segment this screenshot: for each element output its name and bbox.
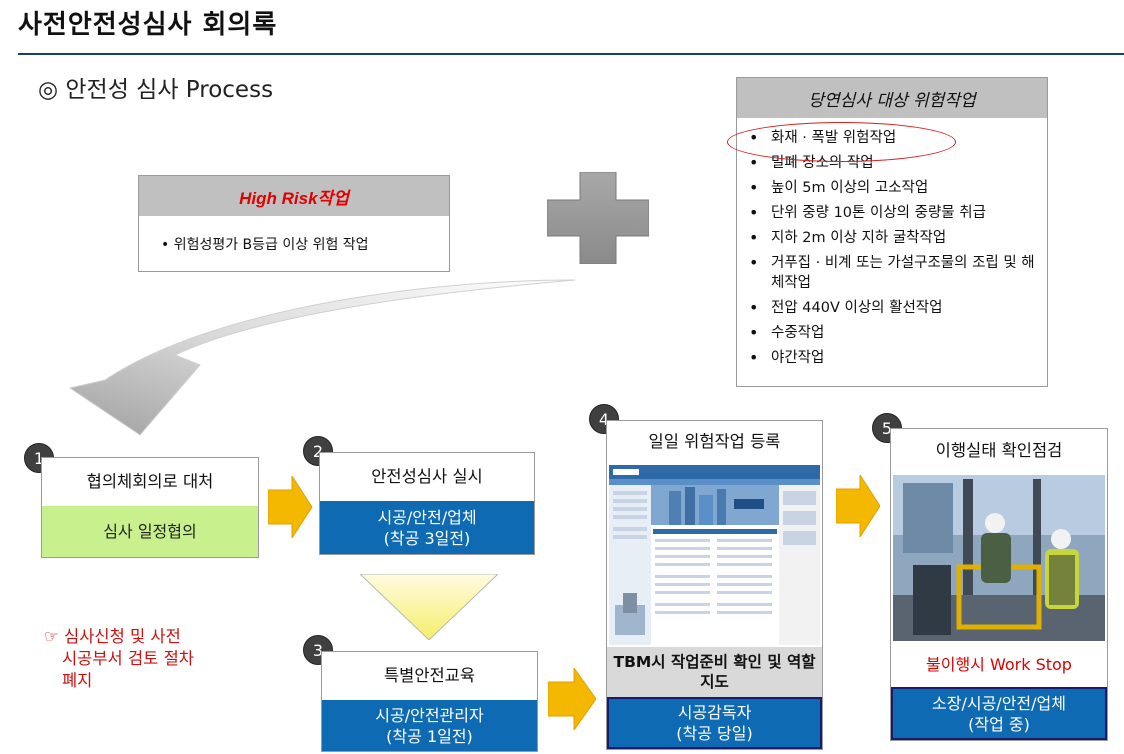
step-4-heading: 일일 위험작업 등록 — [607, 421, 822, 463]
step-2-footer-line1: 시공/안전/업체 — [377, 507, 477, 527]
step-5-footer: 소장/시공/안전/업체 (작업 중) — [891, 687, 1107, 740]
step-3-footer-line1: 시공/안전관리자 — [375, 705, 484, 725]
list-item: 수중작업 — [749, 323, 1047, 343]
step-4-footer: 시공감독자 (착공 당일) — [607, 697, 822, 749]
highlight-ellipse — [727, 122, 956, 162]
step-4-box: 일일 위험작업 등록 — [606, 420, 823, 750]
high-risk-heading: High Risk작업 — [139, 176, 449, 216]
step-5-box: 이행실태 확인점검 불이행시 Work Stop 소장/시공/안전/업체 (작업… — [890, 428, 1108, 741]
step-4-footer-line1: 시공감독자 — [677, 703, 752, 722]
title-divider — [18, 53, 1124, 55]
step-2-footer-line2: (착공 3일전) — [383, 528, 471, 548]
arrow-right-icon — [548, 668, 596, 730]
list-item: 거푸집 · 비계 또는 가설구조물의 조립 및 해체작업 — [749, 253, 1047, 293]
note-line: 폐지 — [62, 671, 93, 690]
page-title: 사전안전성심사 회의록 — [18, 10, 278, 40]
step-5-heading: 이행실태 확인점검 — [891, 429, 1107, 473]
step-1-box: 협의체회의로 대처 심사 일정협의 — [41, 457, 259, 558]
curved-arrow — [68, 279, 576, 436]
step-1-footer: 심사 일정협의 — [42, 506, 258, 557]
list-item: 야간작업 — [749, 348, 1047, 368]
step-2-box: 안전성심사 실시 시공/안전/업체 (착공 3일전) — [319, 452, 535, 555]
arrow-down-icon — [360, 574, 498, 640]
step-5-footer-line1: 소장/시공/안전/업체 — [932, 693, 1066, 713]
note-line: ☞ 심사신청 및 사전 — [44, 627, 181, 646]
mandatory-review-heading: 당연심사 대상 위험작업 — [737, 78, 1047, 118]
note-text: ☞ 심사신청 및 사전 시공부서 검토 절차 폐지 — [44, 626, 194, 692]
step-5-footer-line2: (작업 중) — [968, 714, 1030, 734]
plus-icon — [547, 172, 649, 264]
high-risk-box: High Risk작업 • 위험성평가 B등급 이상 위험 작업 — [138, 175, 450, 272]
arrow-right-icon — [268, 476, 312, 538]
step-2-footer: 시공/안전/업체 (착공 3일전) — [320, 501, 534, 554]
step-4-footer-line2: (착공 당일) — [676, 724, 753, 743]
list-item: 단위 중량 10톤 이상의 중량물 취급 — [749, 203, 1047, 223]
step-5-mid: 불이행시 Work Stop — [891, 643, 1107, 687]
web-screenshot-image — [609, 465, 820, 645]
step-1-heading: 협의체회의로 대처 — [42, 458, 258, 506]
section-subtitle: ◎ 안전성 심사 Process — [38, 77, 274, 103]
list-item: 높이 5m 이상의 고소작업 — [749, 178, 1047, 198]
high-risk-item: • 위험성평가 B등급 이상 위험 작업 — [161, 237, 369, 253]
step-3-box: 특별안전교육 시공/안전관리자 (착공 1일전) — [321, 651, 538, 752]
step-3-footer: 시공/안전관리자 (착공 1일전) — [322, 700, 537, 751]
step-1-footer-text: 심사 일정협의 — [103, 522, 197, 541]
step-3-footer-line2: (착공 1일전) — [386, 726, 473, 746]
step-4-mid: TBM시 작업준비 확인 및 역할 지도 — [607, 647, 822, 697]
inspection-photo — [893, 475, 1105, 641]
arrow-right-icon — [836, 475, 880, 537]
step-2-heading: 안전성심사 실시 — [320, 453, 534, 501]
step-3-heading: 특별안전교육 — [322, 652, 537, 700]
list-item: 지하 2m 이상 지하 굴착작업 — [749, 228, 1047, 248]
list-item: 전압 440V 이상의 활선작업 — [749, 298, 1047, 318]
note-line: 시공부서 검토 절차 — [62, 649, 194, 668]
